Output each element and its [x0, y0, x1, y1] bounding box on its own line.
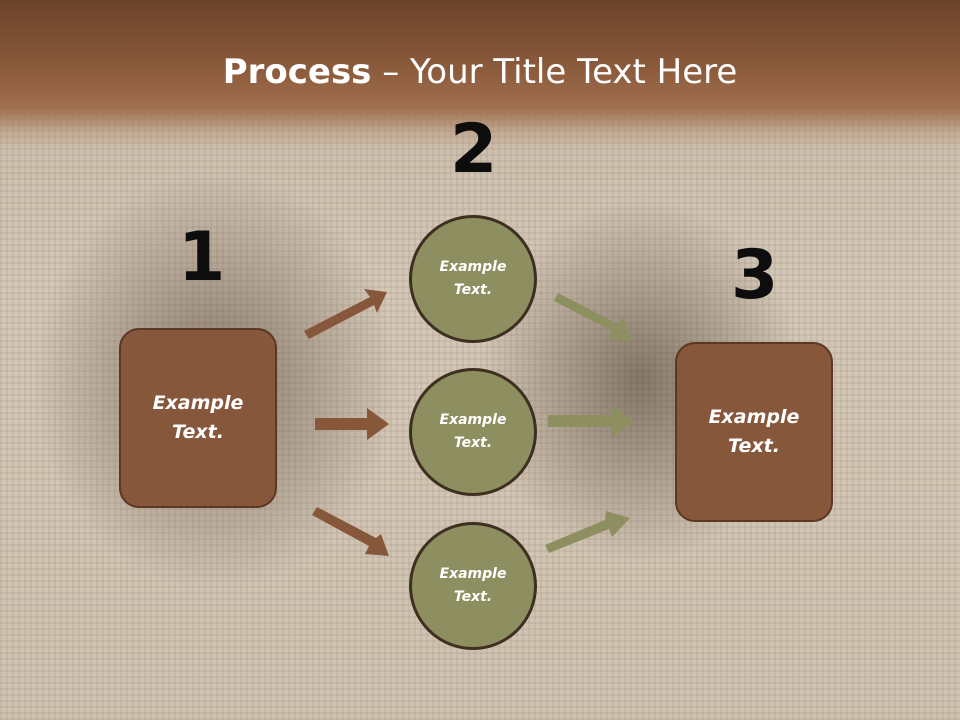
circle-top[interactable]: Example Text.: [409, 215, 537, 343]
title-rest: – Your Title Text Here: [371, 52, 738, 92]
step-box-right[interactable]: Example Text.: [675, 342, 833, 522]
arrow-left-to-middle: [315, 408, 389, 440]
title-bold: Process: [222, 52, 372, 92]
title-banner: [0, 0, 960, 150]
slide-title[interactable]: Process – Your Title Text Here: [0, 52, 960, 92]
circle-middle[interactable]: Example Text.: [409, 368, 537, 496]
circle-bottom[interactable]: Example Text.: [409, 522, 537, 650]
circle-bottom-text: Example Text.: [439, 566, 507, 605]
circle-top-text: Example Text.: [439, 259, 507, 298]
arrow-middle-to-right: [548, 405, 635, 437]
arrow-top-to-right: [554, 293, 633, 341]
step-number-2: 2: [450, 110, 498, 189]
arrow-left-to-bottom: [312, 507, 389, 556]
step-box-left-text: Example Text.: [152, 392, 244, 443]
arrow-bottom-to-right: [545, 511, 630, 553]
arrow-left-to-top: [304, 289, 387, 339]
step-number-3: 3: [731, 236, 779, 315]
step-box-left[interactable]: Example Text.: [119, 328, 277, 508]
step-number-1: 1: [178, 218, 226, 297]
step-box-right-text: Example Text.: [708, 406, 800, 457]
circle-middle-text: Example Text.: [439, 412, 507, 451]
